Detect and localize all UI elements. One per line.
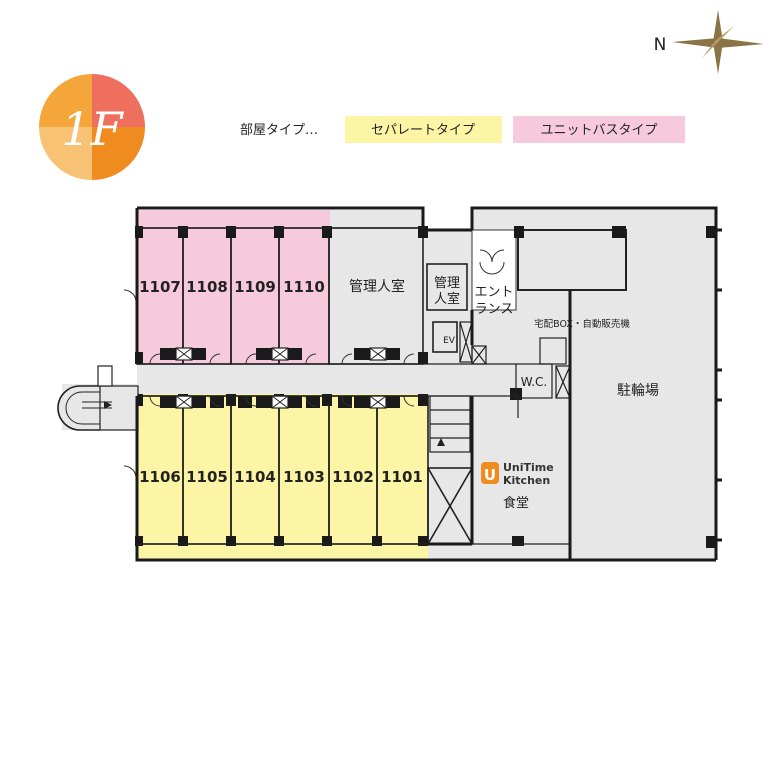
entrance-label-1: エント (474, 285, 513, 300)
floor-label: 1F (61, 102, 124, 156)
unitime-kitchen-logo: U UniTime Kitchen (481, 461, 554, 487)
manager-room-label: 管理人室 (349, 278, 405, 295)
legend-swatch-unitbath (513, 116, 685, 143)
bicycle-parking-label: 駐輪場 (617, 382, 659, 399)
legend-label-separate: セパレートタイプ (371, 123, 475, 138)
dining-label: 食堂 (503, 495, 529, 511)
legend-swatch-separate (345, 116, 502, 143)
room-1108: 1108 (186, 278, 228, 296)
legend-prefix: 部屋タイプ… (240, 123, 318, 138)
manager-room-small-label-1: 管理 (434, 276, 460, 291)
room-1102: 1102 (332, 468, 374, 486)
manager-room-small-label-2: 人室 (434, 291, 460, 307)
separate-rooms-area (137, 394, 428, 560)
wc-label: W.C. (521, 375, 548, 389)
floor-badge: 1F (39, 74, 145, 180)
logo-line-2: Kitchen (503, 474, 550, 487)
north-compass-icon: N (654, 10, 764, 74)
ev-label: EV (443, 336, 456, 346)
room-type-legend: 部屋タイプ… セパレートタイプ ユニットバスタイプ (240, 116, 685, 143)
room-1101: 1101 (381, 468, 423, 486)
room-1103: 1103 (283, 468, 325, 486)
delivery-box-label: 宅配BOX・自動販売機 (534, 318, 630, 330)
room-1109: 1109 (234, 278, 276, 296)
room-1106: 1106 (139, 468, 181, 486)
room-1105: 1105 (186, 468, 228, 486)
entrance-label-2: ランス (475, 302, 514, 317)
legend-label-unitbath: ユニットバスタイプ (540, 123, 657, 138)
logo-line-1: UniTime (503, 461, 554, 474)
room-1104: 1104 (234, 468, 276, 486)
north-label: N (654, 35, 667, 55)
room-1110: 1110 (283, 278, 325, 296)
logo-letter: U (484, 466, 496, 484)
stair-tower (57, 365, 139, 431)
room-1107: 1107 (139, 278, 181, 296)
